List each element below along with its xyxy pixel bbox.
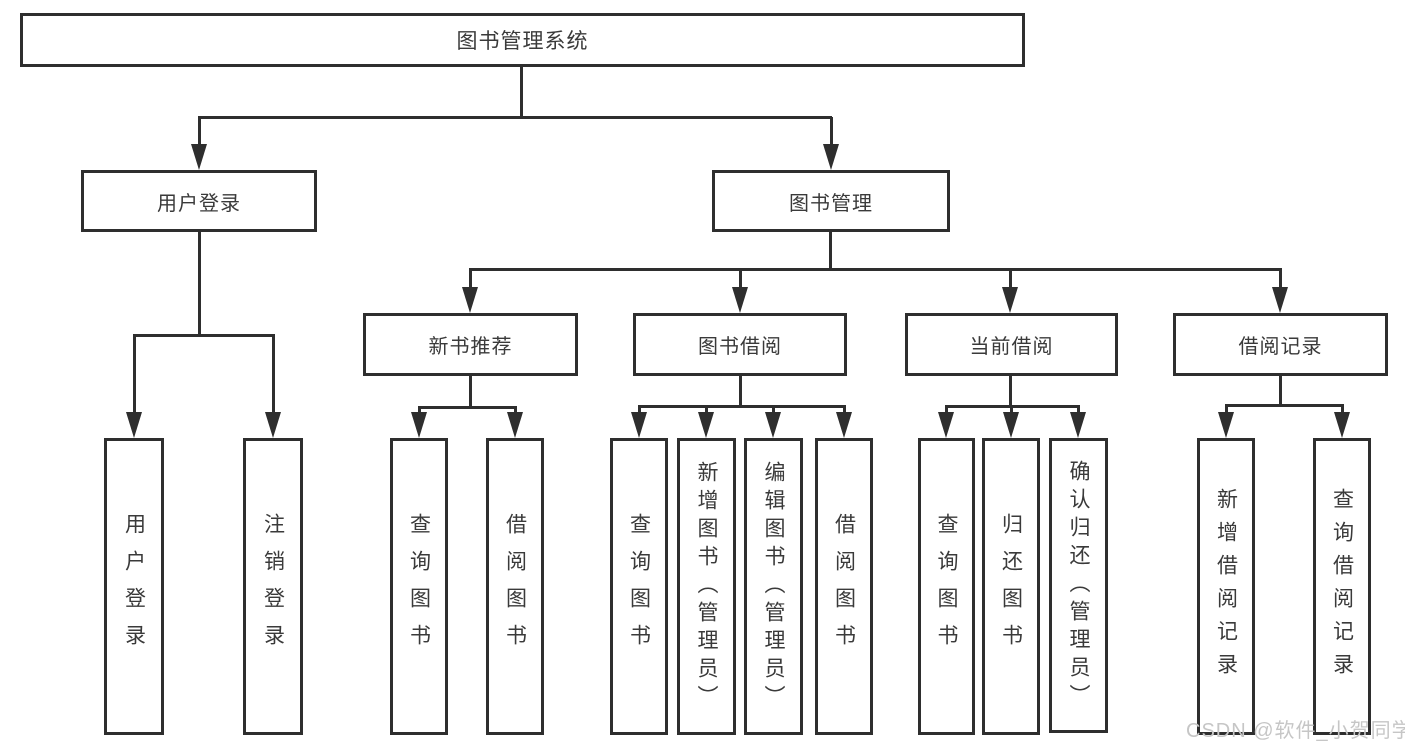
- arrow-shaft: [830, 117, 833, 146]
- leaf-borrow-books-recommend: 借阅图书: [486, 438, 544, 735]
- connector-line: [739, 376, 742, 408]
- leaf-return-books: 归还图书: [982, 438, 1040, 735]
- arrow-shaft: [1279, 268, 1282, 289]
- node-current-borrowing: 当前借阅: [905, 313, 1118, 376]
- arrow-shaft: [514, 406, 517, 414]
- arrow-down-icon: [765, 412, 781, 438]
- connector-line: [638, 405, 846, 408]
- arrow-shaft: [1009, 268, 1012, 289]
- arrow-down-icon: [1003, 412, 1019, 438]
- arrow-down-icon: [462, 287, 478, 313]
- node-borrowing-records: 借阅记录: [1173, 313, 1388, 376]
- connector-line: [469, 268, 1282, 271]
- arrow-shaft: [198, 117, 201, 146]
- connector-line: [1279, 376, 1282, 407]
- arrow-down-icon: [411, 412, 427, 438]
- leaf-query-borrow-record: 查询借阅记录: [1313, 438, 1371, 735]
- arrow-down-icon: [631, 412, 647, 438]
- connector-line: [520, 67, 523, 119]
- leaf-edit-books-admin: 编辑图书（管理员）: [744, 438, 803, 735]
- arrow-down-icon: [938, 412, 954, 438]
- arrow-shaft: [945, 405, 948, 414]
- arrow-down-icon: [823, 144, 839, 170]
- arrow-shaft: [638, 405, 641, 414]
- node-book-borrowing: 图书借阅: [633, 313, 847, 376]
- node-new-book-recommendation: 新书推荐: [363, 313, 578, 376]
- arrow-shaft: [418, 406, 421, 414]
- leaf-query-books-current: 查询图书: [918, 438, 975, 735]
- leaf-add-books-admin: 新增图书（管理员）: [677, 438, 736, 735]
- leaf-logout: 注销登录: [243, 438, 303, 735]
- leaf-borrow-books: 借阅图书: [815, 438, 873, 735]
- arrow-down-icon: [1272, 287, 1288, 313]
- leaf-add-borrow-record: 新增借阅记录: [1197, 438, 1255, 735]
- arrow-shaft: [272, 334, 275, 414]
- arrow-down-icon: [1002, 287, 1018, 313]
- arrow-shaft: [1077, 405, 1080, 414]
- arrow-down-icon: [1218, 412, 1234, 438]
- connector-line: [1225, 404, 1344, 407]
- arrow-shaft: [772, 405, 775, 414]
- arrow-down-icon: [1334, 412, 1350, 438]
- arrow-shaft: [739, 268, 742, 289]
- leaf-confirm-return-admin: 确认归还（管理员）: [1049, 438, 1108, 733]
- arrow-shaft: [133, 334, 136, 414]
- arrow-down-icon: [698, 412, 714, 438]
- leaf-query-books-recommend: 查询图书: [390, 438, 448, 735]
- connector-line: [829, 232, 832, 271]
- connector-line: [1009, 376, 1012, 408]
- connector-line: [469, 376, 472, 409]
- arrow-down-icon: [732, 287, 748, 313]
- node-user-login: 用户登录: [81, 170, 317, 232]
- leaf-query-books-borrowing: 查询图书: [610, 438, 668, 735]
- arrow-down-icon: [836, 412, 852, 438]
- connector-line: [198, 232, 201, 337]
- watermark: CSDN @软件_小贺同学: [1186, 720, 1405, 742]
- arrow-down-icon: [191, 144, 207, 170]
- arrow-down-icon: [265, 412, 281, 438]
- arrow-shaft: [1225, 404, 1228, 414]
- arrow-shaft: [705, 405, 708, 414]
- arrow-down-icon: [507, 412, 523, 438]
- arrow-shaft: [843, 405, 846, 414]
- connector-line: [133, 334, 275, 337]
- arrow-down-icon: [1070, 412, 1086, 438]
- connector-line: [418, 406, 517, 409]
- connector-line: [198, 116, 832, 119]
- arrow-shaft: [469, 268, 472, 289]
- arrow-down-icon: [126, 412, 142, 438]
- node-book-management: 图书管理: [712, 170, 950, 232]
- arrow-shaft: [1341, 404, 1344, 414]
- node-library-system: 图书管理系统: [20, 13, 1025, 67]
- arrow-shaft: [1010, 405, 1013, 414]
- leaf-user-login: 用户登录: [104, 438, 164, 735]
